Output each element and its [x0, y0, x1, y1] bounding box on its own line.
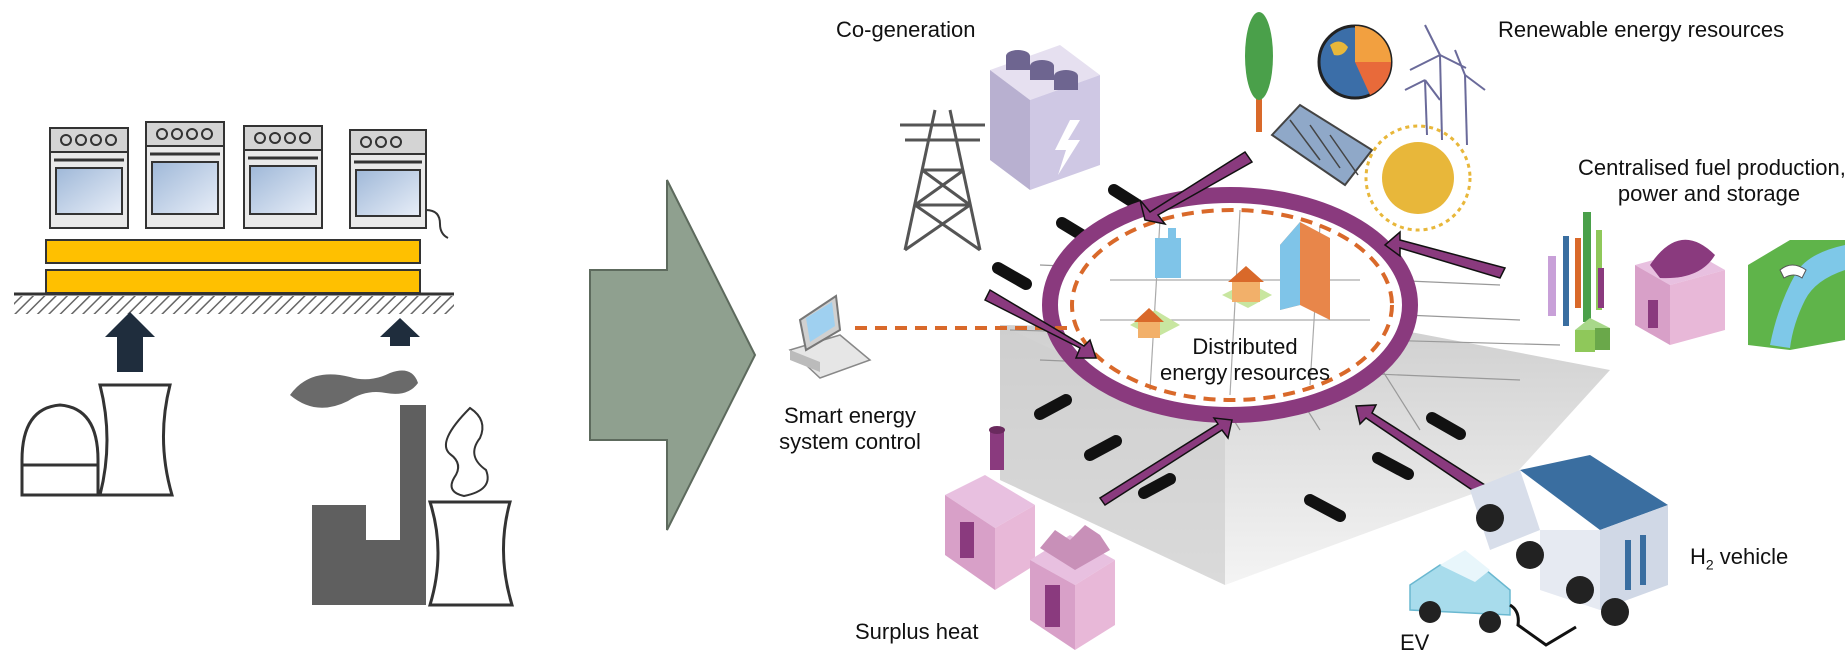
cogeneration-unit-icon — [990, 45, 1100, 190]
power-pylon-icon — [900, 109, 985, 252]
sun-icon — [1364, 124, 1472, 232]
electric-car-icon — [1409, 550, 1577, 647]
coal-factory-icon — [290, 370, 515, 607]
ground-hatch — [14, 296, 454, 314]
wind-turbine-icon — [1404, 24, 1486, 146]
centralised-production-line1: Centralised fuel production, — [1578, 155, 1845, 180]
hydrogen-truck-icon — [1470, 455, 1668, 626]
distributed-line2: energy resources — [1160, 360, 1330, 385]
large-arrow-icon — [589, 179, 757, 531]
h2-prefix: H — [1690, 544, 1706, 569]
solar-panel-icon — [1270, 103, 1374, 187]
centralised-production-label: Centralised fuel production, power and s… — [1578, 155, 1845, 207]
surplus-heat-label: Surplus heat — [855, 619, 979, 644]
energy-flow-arrows — [983, 150, 1507, 507]
smart-energy-line2: system control — [779, 429, 921, 454]
distributed-resources-label: Distributed energy resources — [1150, 334, 1340, 386]
smart-energy-line1: Smart energy — [783, 403, 917, 428]
h2-subscript: 2 — [1705, 556, 1714, 573]
smart-energy-control-label: Smart energy system control — [765, 403, 935, 455]
tree-icon — [1245, 12, 1273, 132]
distributed-system-illustration — [788, 12, 1845, 650]
h2-vehicle-label: H2 vehicle — [1690, 544, 1788, 577]
electric-stove-icon — [49, 121, 449, 239]
grid-bar — [45, 269, 421, 294]
earth-globe-icon — [1317, 24, 1393, 100]
up-arrow-icon — [105, 312, 420, 372]
hydro-dam-icon — [1748, 240, 1845, 350]
centralised-grid-illustration — [14, 121, 515, 607]
renewable-resources-label: Renewable energy resources — [1498, 17, 1785, 42]
storage-building-icon — [1635, 239, 1725, 345]
dashed-control-loop — [1070, 208, 1394, 402]
cogeneration-label: Co-generation — [836, 17, 976, 42]
grid-bar — [45, 239, 421, 264]
fuel-production-icon — [1548, 212, 1610, 352]
surplus-heat-building-icon — [945, 426, 1115, 650]
distributed-line1: Distributed — [1192, 334, 1298, 359]
ev-label: EV — [1400, 630, 1430, 655]
computer-icon — [788, 294, 872, 379]
house-icon — [1130, 222, 1330, 338]
nuclear-plant-icon — [20, 383, 174, 497]
centralised-production-line2: power and storage — [1617, 181, 1801, 206]
h2-suffix: vehicle — [1713, 544, 1789, 569]
